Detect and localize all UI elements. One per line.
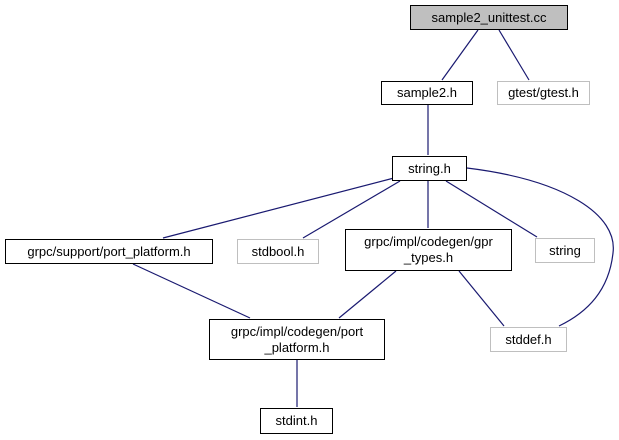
node-grpc-impl-codegen-port-platform-h[interactable]: grpc/impl/codegen/port _platform.h — [209, 319, 385, 360]
node-stddef-h: stddef.h — [490, 327, 567, 352]
edge-grpc-support-port-platform-h-to-grpc-impl-codegen-port-platform-h — [132, 263, 251, 319]
node-grpc-impl-codegen-gpr-types-h[interactable]: grpc/impl/codegen/gpr _types.h — [345, 229, 512, 271]
edge-string-h-to-string — [445, 180, 538, 238]
edge-string-h-to-stdbool-h — [302, 180, 401, 239]
edge-string-h-to-stddef-h — [466, 167, 614, 327]
edge-grpc-impl-codegen-gpr-types-h-to-stddef-h — [458, 270, 505, 327]
node-stdbool-h: stdbool.h — [237, 239, 319, 264]
node-gtest-gtest-h: gtest/gtest.h — [497, 81, 590, 105]
node-grpc-support-port-platform-h[interactable]: grpc/support/port_platform.h — [5, 239, 213, 264]
node-sample2-h[interactable]: sample2.h — [381, 81, 473, 105]
node-string-h[interactable]: string.h — [392, 156, 467, 181]
edge-string-h-to-grpc-support-port-platform-h — [162, 177, 395, 239]
node-stdint-h[interactable]: stdint.h — [260, 408, 333, 434]
edge-grpc-impl-codegen-gpr-types-h-to-grpc-impl-codegen-port-platform-h — [338, 270, 397, 319]
node-sample2-unittest-cc[interactable]: sample2_unittest.cc — [410, 5, 568, 30]
edge-sample2-unittest-cc-to-sample2-h — [441, 29, 479, 81]
node-string: string — [535, 238, 595, 263]
edge-sample2-unittest-cc-to-gtest-gtest-h — [498, 29, 530, 81]
